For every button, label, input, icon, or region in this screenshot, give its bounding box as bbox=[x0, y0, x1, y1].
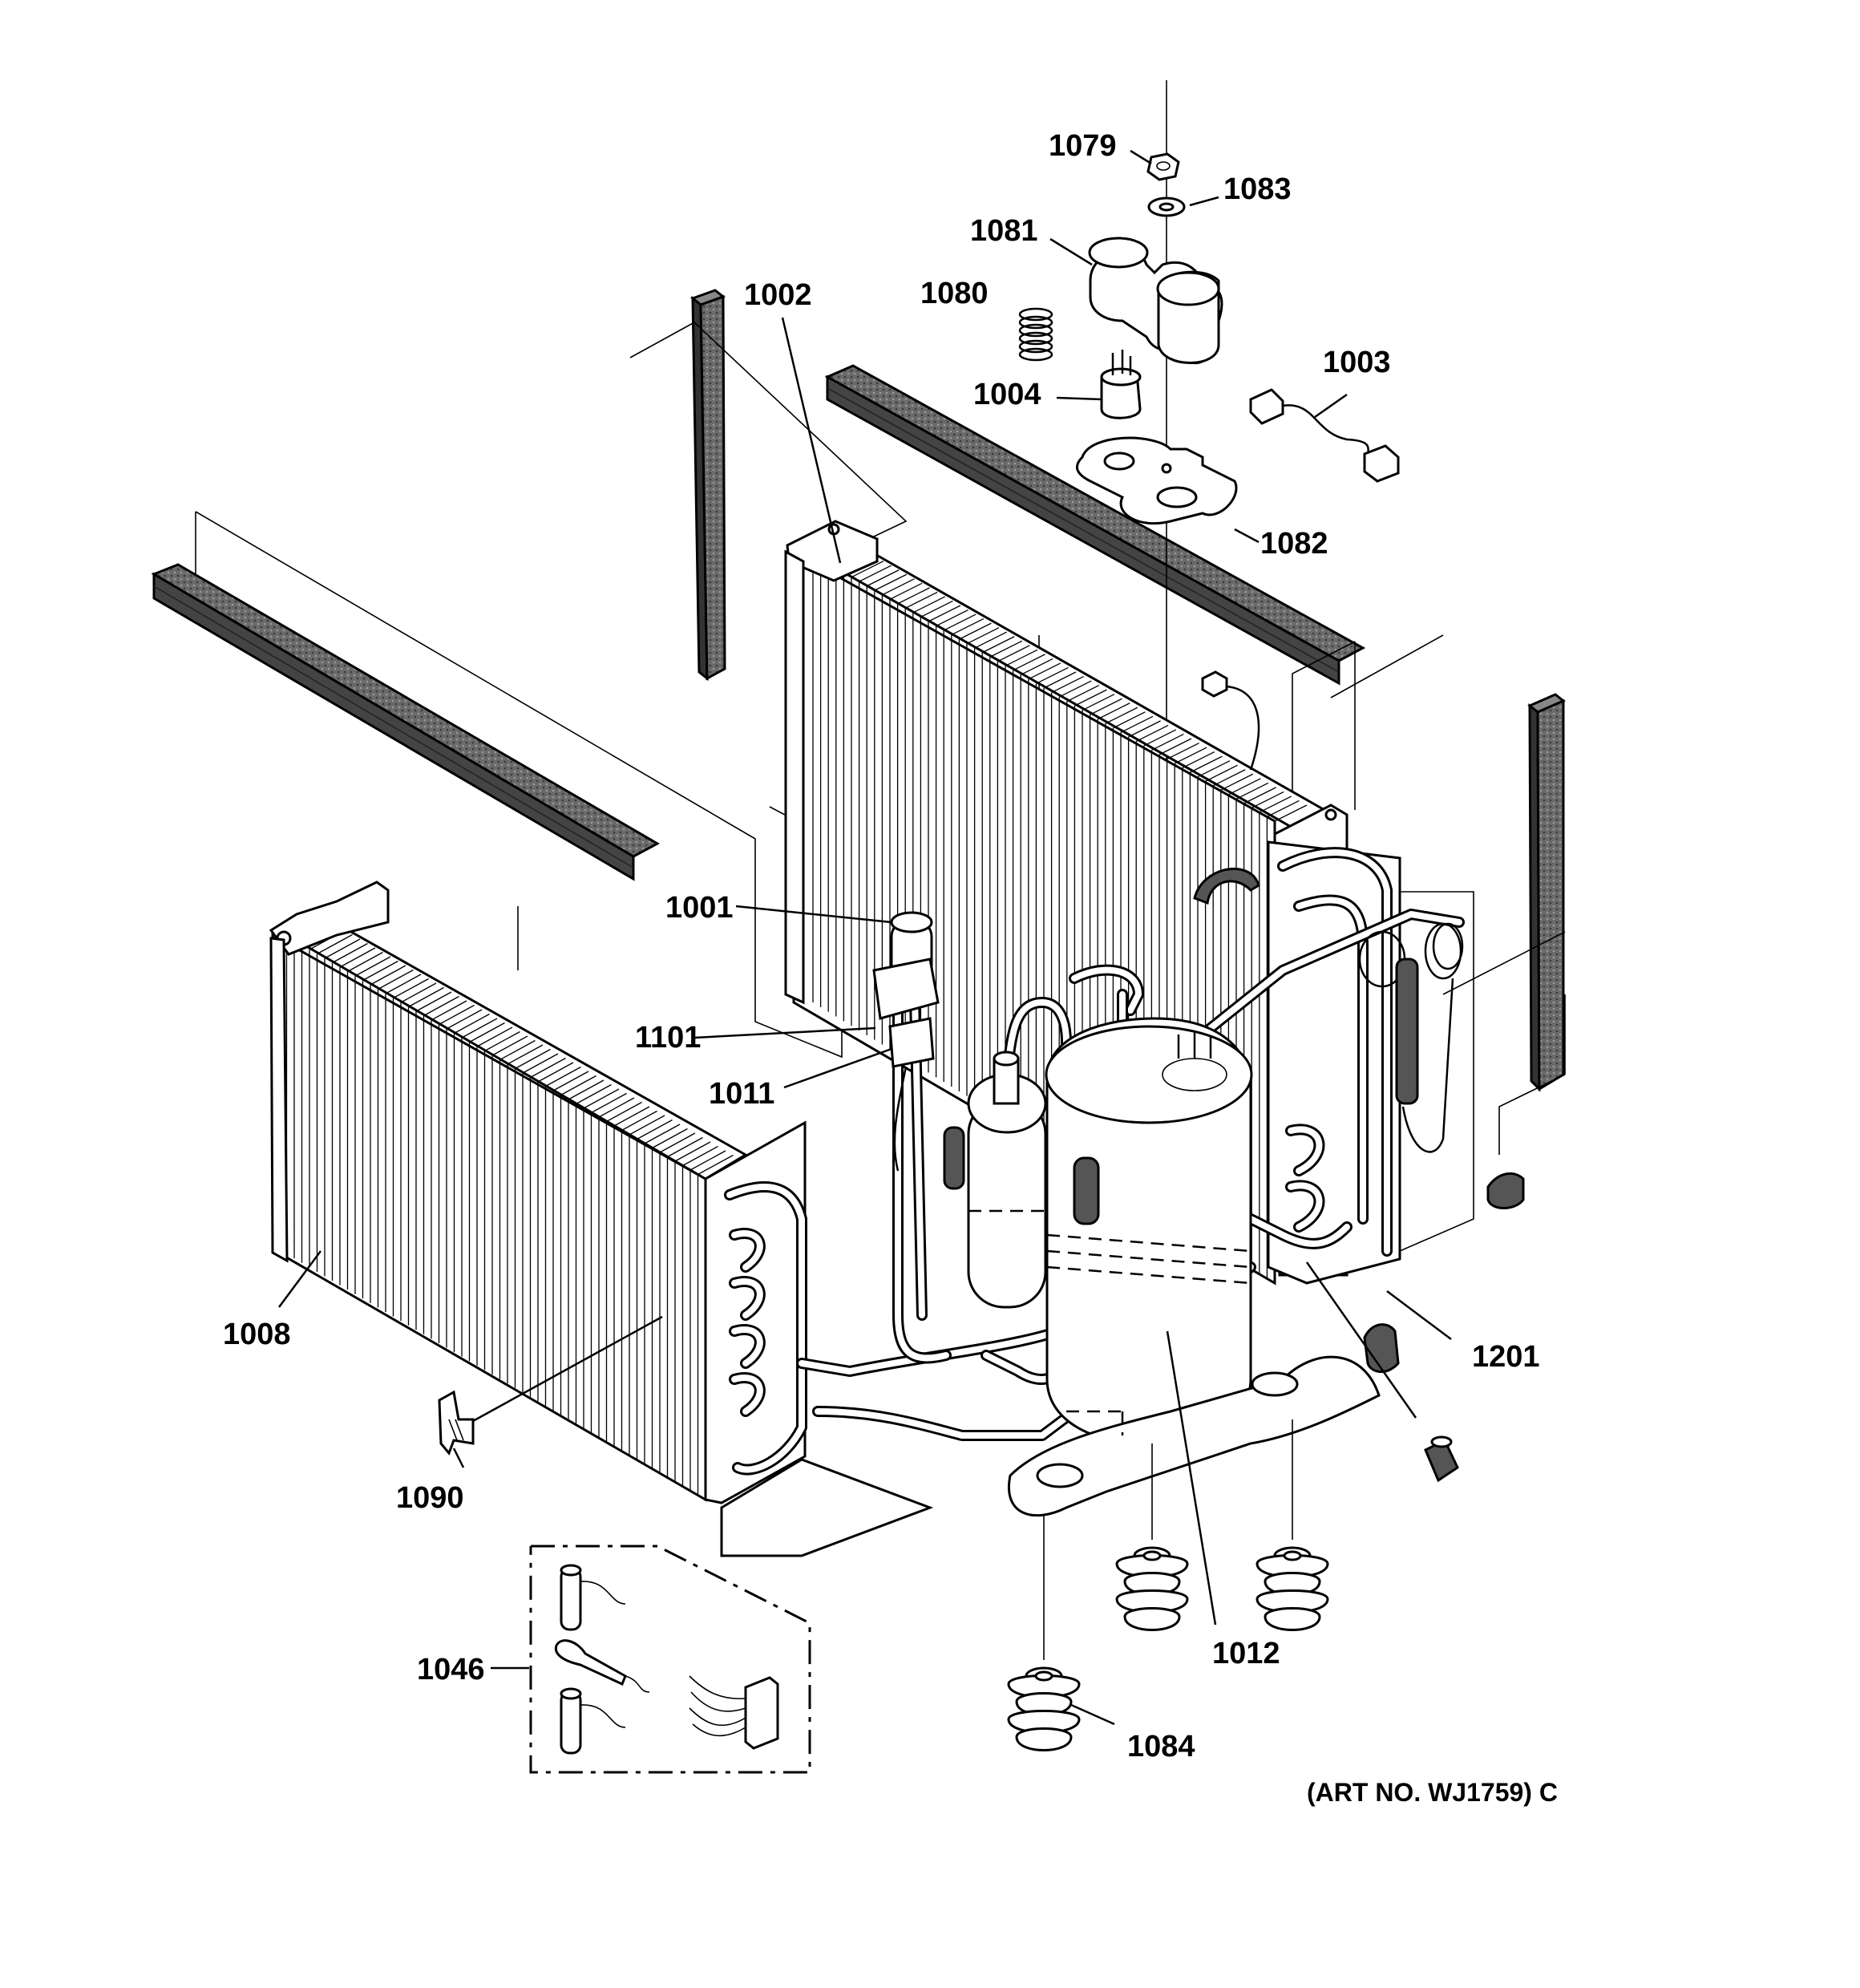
callout-1084: 1084 bbox=[1127, 1730, 1195, 1763]
thermistor-and-clips bbox=[943, 670, 1525, 1483]
capacitor-and-valve bbox=[872, 911, 940, 1172]
callout-leaders bbox=[277, 149, 1452, 1726]
terminal-cover-assembly bbox=[1018, 152, 1238, 525]
wire-harness bbox=[1249, 388, 1400, 483]
callout-1001: 1001 bbox=[665, 891, 734, 925]
callout-1003: 1003 bbox=[1323, 346, 1391, 379]
callout-1101: 1101 bbox=[635, 1021, 701, 1055]
callout-1079: 1079 bbox=[1049, 129, 1117, 163]
callout-1011: 1011 bbox=[709, 1077, 774, 1111]
accumulator bbox=[967, 1051, 1047, 1309]
callout-1201: 1201 bbox=[1472, 1340, 1540, 1374]
kit-box bbox=[529, 1545, 811, 1774]
callout-1012: 1012 bbox=[1212, 1637, 1280, 1670]
grommets bbox=[1007, 1419, 1329, 1751]
callout-1081: 1081 bbox=[970, 214, 1038, 248]
part-callouts: 1079 1083 1081 1080 1002 1004 1003 1082 … bbox=[223, 129, 1558, 1807]
callout-1002: 1002 bbox=[744, 278, 812, 312]
compressor bbox=[1045, 1017, 1253, 1445]
art-number: (ART NO. WJ1759) C bbox=[1307, 1778, 1558, 1807]
callout-1008: 1008 bbox=[223, 1318, 291, 1351]
callout-1083: 1083 bbox=[1223, 172, 1292, 206]
foam-seal-strips bbox=[151, 289, 1566, 1092]
evaporator-hairpins bbox=[724, 1181, 807, 1476]
callout-1082: 1082 bbox=[1260, 527, 1328, 561]
callout-1090: 1090 bbox=[396, 1481, 464, 1515]
fin-clip bbox=[438, 1390, 475, 1456]
callout-1004: 1004 bbox=[973, 378, 1041, 411]
callout-1080: 1080 bbox=[920, 277, 989, 310]
coil-end-plate bbox=[1267, 840, 1401, 1285]
compressor-base-plate bbox=[1008, 1355, 1381, 1517]
callout-1046: 1046 bbox=[417, 1653, 485, 1686]
